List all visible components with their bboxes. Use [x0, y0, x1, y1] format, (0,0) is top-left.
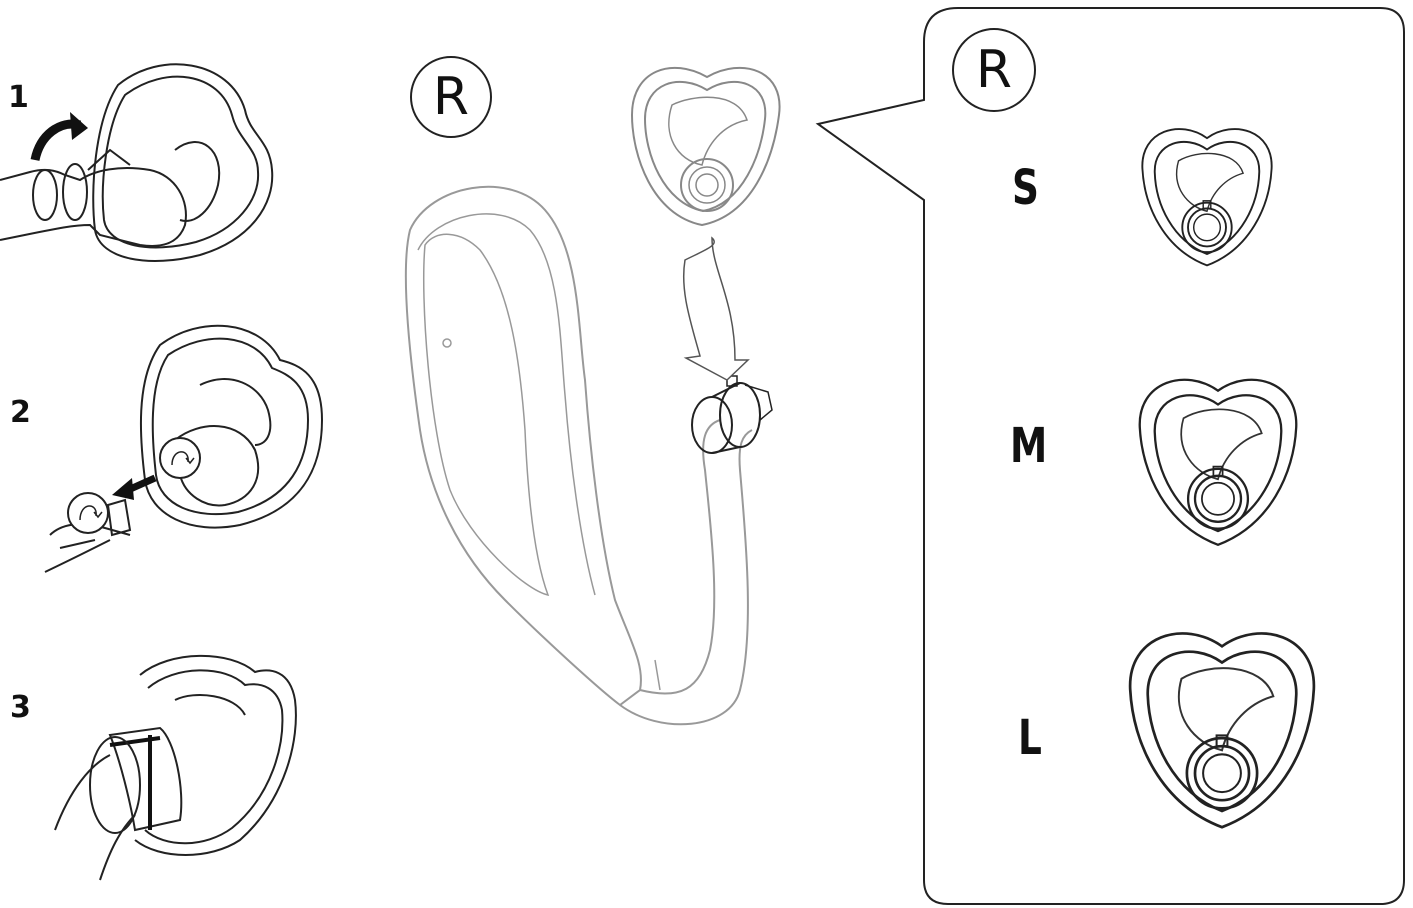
size-label-s: S — [1012, 160, 1039, 216]
step-1-number: 1 — [8, 80, 29, 115]
eartip-large-icon — [1128, 632, 1316, 829]
size-callout-box — [815, 7, 1405, 905]
callout-right-side-badge: R — [952, 28, 1036, 112]
size-label-l: L — [1018, 710, 1042, 766]
step2-illustration — [44, 324, 324, 573]
step-2-number: 2 — [10, 395, 31, 430]
size-label-m: M — [1010, 418, 1048, 474]
eartip-medium-icon — [1138, 378, 1298, 546]
right-side-badge: R — [410, 56, 492, 138]
step1-illustration — [0, 63, 274, 262]
earbud-main-illustration — [404, 66, 781, 726]
step-3-number: 3 — [10, 690, 31, 725]
step3-illustration — [54, 654, 297, 881]
eartip-small-icon — [1141, 128, 1273, 267]
